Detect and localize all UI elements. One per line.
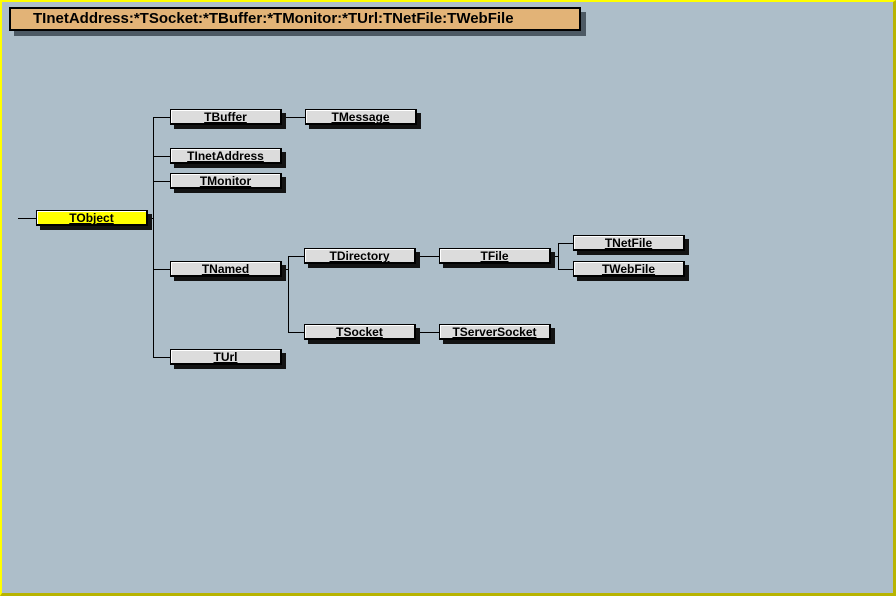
class-node-tsocket[interactable]: TSocket bbox=[304, 324, 416, 340]
connector-line bbox=[416, 332, 439, 333]
class-node-turl[interactable]: TUrl bbox=[170, 349, 282, 365]
connector-line bbox=[559, 269, 573, 270]
class-node-tmessage[interactable]: TMessage bbox=[305, 109, 417, 125]
class-node-twebfile[interactable]: TWebFile bbox=[573, 261, 685, 277]
connector-line bbox=[289, 332, 304, 333]
class-node-tmonitor[interactable]: TMonitor bbox=[170, 173, 282, 189]
connector-line bbox=[559, 243, 573, 244]
class-node-tfile[interactable]: TFile bbox=[439, 248, 551, 264]
connector-line bbox=[289, 256, 304, 257]
connector-line bbox=[558, 243, 559, 270]
connector-line bbox=[282, 117, 305, 118]
connector-line bbox=[288, 256, 289, 333]
connector-line bbox=[18, 218, 36, 219]
connector-line bbox=[148, 218, 153, 219]
connector-line bbox=[551, 256, 558, 257]
class-node-tbuffer[interactable]: TBuffer bbox=[170, 109, 282, 125]
connector-line bbox=[154, 117, 170, 118]
title-bar: TInetAddress:*TSocket:*TBuffer:*TMonitor… bbox=[9, 7, 581, 31]
connector-line bbox=[153, 117, 154, 358]
connector-line bbox=[154, 269, 170, 270]
connector-line bbox=[154, 181, 170, 182]
class-node-tobject[interactable]: TObject bbox=[36, 210, 148, 226]
class-node-tnetfile[interactable]: TNetFile bbox=[573, 235, 685, 251]
connector-line bbox=[154, 156, 170, 157]
connector-line bbox=[154, 357, 170, 358]
class-node-tdirectory[interactable]: TDirectory bbox=[304, 248, 416, 264]
class-node-tserversocket[interactable]: TServerSocket bbox=[439, 324, 551, 340]
connector-line bbox=[416, 256, 439, 257]
class-node-tnamed[interactable]: TNamed bbox=[170, 261, 282, 277]
class-node-tinetaddress[interactable]: TInetAddress bbox=[170, 148, 282, 164]
connector-line bbox=[282, 269, 288, 270]
